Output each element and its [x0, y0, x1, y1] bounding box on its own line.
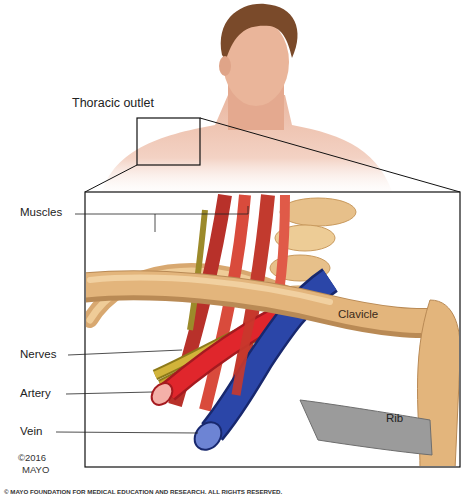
part-label: Nerves: [20, 348, 56, 360]
part-label: © MAYO FOUNDATION FOR MEDICAL EDUCATION …: [4, 488, 282, 495]
inset-anatomy: [86, 195, 459, 466]
part-label: Muscles: [20, 206, 62, 218]
part-label: Artery: [20, 387, 51, 399]
part-label: ©2016: [18, 452, 46, 463]
part-label: Vein: [20, 425, 42, 437]
part-label: Thoracic outlet: [72, 96, 154, 110]
part-label: MAYO: [22, 464, 49, 475]
leader-lines: [56, 206, 248, 433]
part-label: Clavicle: [338, 308, 378, 320]
part-label: Rib: [386, 412, 403, 424]
